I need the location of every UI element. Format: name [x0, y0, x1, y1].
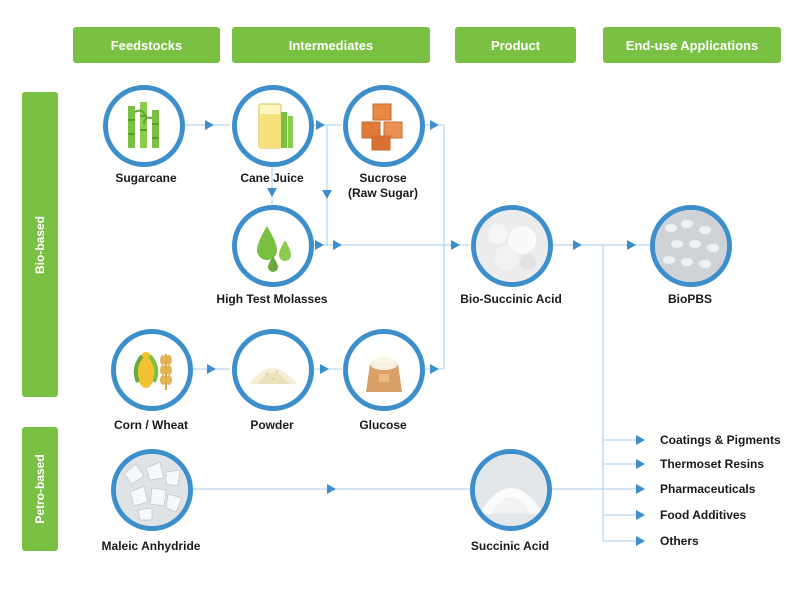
header-intermediates: Intermediates [232, 27, 430, 63]
sack-icon [366, 356, 402, 392]
glucose-node [343, 329, 425, 411]
arrow-right-icon [627, 240, 636, 250]
header-intermediates-label: Intermediates [288, 37, 374, 53]
cane-juice-node [232, 85, 314, 167]
app-label: Others [660, 534, 699, 548]
section-petro-based: Petro-based [22, 427, 58, 551]
header-product: Product [455, 27, 576, 63]
powder-pile-icon [249, 368, 297, 384]
arrow-right-icon [320, 364, 329, 374]
app-label: Coatings & Pigments [660, 433, 781, 447]
biopbs-label: BioPBS [667, 292, 712, 306]
white-powder-icon [476, 210, 548, 282]
arrow-right-icon [315, 240, 324, 250]
powder-label: Powder [250, 418, 294, 432]
cane-juice-label: Cane Juice [240, 171, 304, 185]
molasses-node [232, 205, 314, 287]
succinic-node [470, 449, 552, 531]
arrow-right-icon [636, 510, 645, 520]
arrow-down-icon [322, 190, 332, 199]
bio-succinic-node [471, 205, 553, 287]
app-label: Food Additives [660, 508, 747, 522]
arrow-right-icon [636, 484, 645, 494]
sugarcane-label: Sugarcane [115, 171, 177, 185]
app-label: Thermoset Resins [660, 457, 765, 471]
arrow-right-icon [316, 120, 325, 130]
header-feedstocks-label: Feedstocks [110, 37, 183, 53]
arrow-down-icon [267, 188, 277, 197]
arrow-right-icon [451, 240, 460, 250]
app-label: Pharmaceuticals [660, 482, 756, 496]
droplets-icon [257, 226, 291, 272]
glucose-label: Glucose [359, 418, 407, 432]
arrow-right-icon [333, 240, 342, 250]
arrow-right-icon [205, 120, 214, 130]
header-applications: End-use Applications [603, 27, 781, 63]
arrow-right-icon [636, 459, 645, 469]
sugar-cubes-icon [361, 103, 403, 151]
sucrose-label: Sucrose (Raw Sugar) [303, 171, 463, 201]
maleic-label: Maleic Anhydride [101, 539, 201, 553]
powder-node [232, 329, 314, 411]
maleic-node [111, 449, 193, 531]
sucrose-label-line1: Sucrose [359, 171, 407, 185]
corn-wheat-label: Corn / Wheat [114, 418, 188, 432]
arrow-right-icon [636, 435, 645, 445]
powder-heap-icon [475, 454, 547, 526]
juice-glass-icon [258, 103, 293, 149]
biopbs-node [650, 205, 732, 287]
sugarcane-node [103, 85, 185, 167]
succinic-label: Succinic Acid [470, 539, 550, 553]
arrow-right-icon [327, 484, 336, 494]
arrow-right-icon [573, 240, 582, 250]
molasses-label: High Test Molasses [216, 292, 328, 306]
arrow-right-icon [430, 120, 439, 130]
sucrose-node [343, 85, 425, 167]
sugarcane-icon [128, 102, 159, 148]
crystals-icon [116, 454, 188, 526]
header-product-label: Product [490, 37, 541, 53]
arrow-right-icon [636, 536, 645, 546]
arrow-right-icon [430, 364, 439, 374]
header-applications-label: End-use Applications [625, 37, 759, 53]
corn-wheat-icon [133, 352, 172, 390]
bio-succinic-label: Bio-Succinic Acid [460, 292, 562, 306]
section-bio-based: Bio-based [22, 92, 58, 397]
header-feedstocks: Feedstocks [73, 27, 220, 63]
sucrose-label-line2: (Raw Sugar) [347, 186, 418, 200]
arrow-right-icon [207, 364, 216, 374]
pellets-icon [655, 210, 727, 282]
corn-wheat-node [111, 329, 193, 411]
